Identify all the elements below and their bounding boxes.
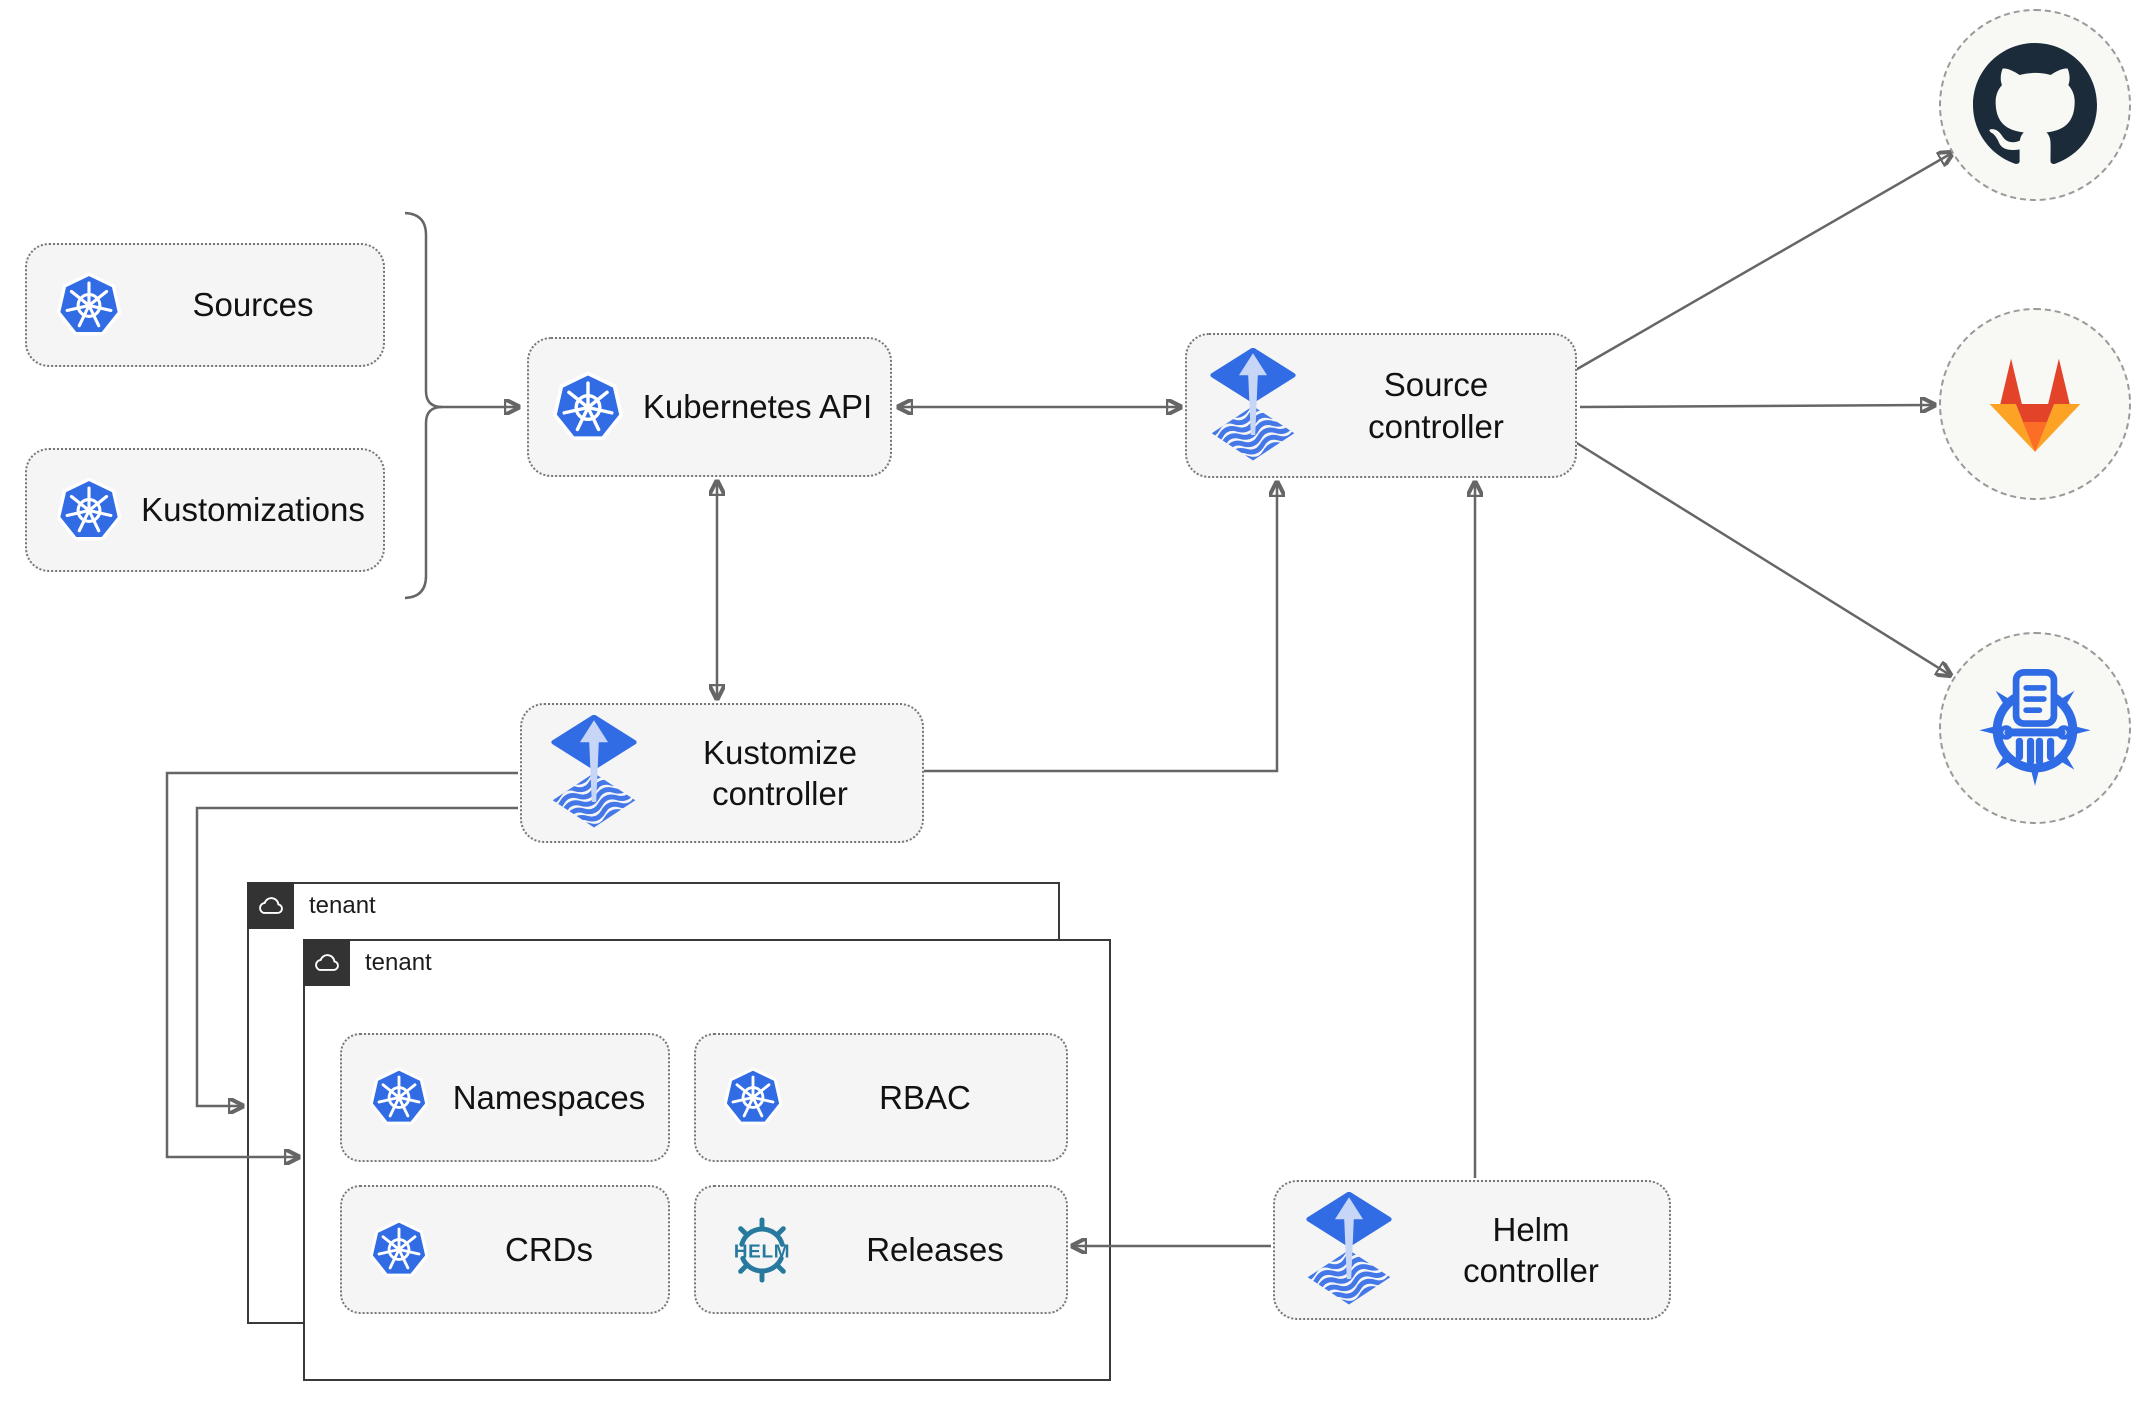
kubernetes-icon [551, 369, 625, 446]
cloud-icon [256, 896, 286, 916]
tenant-back-label: tenant [309, 892, 376, 919]
node-helm-controller-label: Helm controller [1463, 1210, 1599, 1289]
brace-bottom [404, 405, 443, 600]
node-source-controller: Source controller [1185, 333, 1577, 478]
helm-icon: HELM [720, 1215, 804, 1285]
node-crds: CRDs [340, 1185, 670, 1314]
chartmuseum-hub [1939, 632, 2131, 824]
node-kubernetes-api: Kubernetes API [527, 337, 892, 477]
node-sources: Sources [25, 243, 385, 367]
kubernetes-icon [55, 475, 123, 546]
helm-wordmark: HELM [734, 1241, 790, 1262]
kubernetes-icon [368, 1217, 430, 1282]
node-releases-label: Releases [866, 1230, 1004, 1268]
kubernetes-icon [55, 270, 123, 341]
node-kustomizations-label: Kustomizations [141, 491, 365, 529]
node-helm-controller: Helm controller [1273, 1180, 1671, 1320]
arrow-source-to-gitlab [1579, 405, 1934, 407]
brace-top [404, 211, 443, 409]
tenant-front-label: tenant [365, 949, 432, 976]
arrow-kustomize-to-source-controller [924, 483, 1277, 773]
node-kustomizations: Kustomizations [25, 448, 385, 572]
node-rbac-label: RBAC [879, 1078, 971, 1116]
arrow-source-to-chartmuseum [1571, 438, 1950, 675]
node-namespaces-label: Namespaces [452, 1078, 646, 1116]
arrow-source-to-github [1571, 153, 1952, 374]
flux-icon [550, 715, 638, 831]
flux-icon [1209, 348, 1297, 464]
node-namespaces: Namespaces [340, 1033, 670, 1162]
flux-icon [1305, 1192, 1393, 1308]
node-kustomize-controller-label: Kustomize controller [702, 733, 858, 812]
github-hub [1939, 9, 2131, 201]
tenant-front-header [303, 939, 350, 986]
node-releases: HELM Releases [694, 1185, 1068, 1314]
gitlab-hub [1939, 308, 2131, 500]
chartmuseum-icon [1979, 669, 2091, 786]
kubernetes-icon [722, 1065, 784, 1130]
kubernetes-icon [368, 1065, 430, 1130]
node-sources-label: Sources [192, 286, 314, 324]
github-icon [1973, 43, 2097, 164]
gitlab-icon [1975, 349, 2095, 459]
tenant-back-header [247, 882, 294, 929]
node-rbac: RBAC [694, 1033, 1068, 1162]
node-kustomize-controller: Kustomize controller [520, 703, 924, 843]
node-source-controller-label: Source controller [1368, 366, 1504, 445]
node-kubernetes-api-label: Kubernetes API [642, 388, 873, 426]
node-crds-label: CRDs [505, 1230, 593, 1268]
cloud-icon [312, 953, 342, 973]
